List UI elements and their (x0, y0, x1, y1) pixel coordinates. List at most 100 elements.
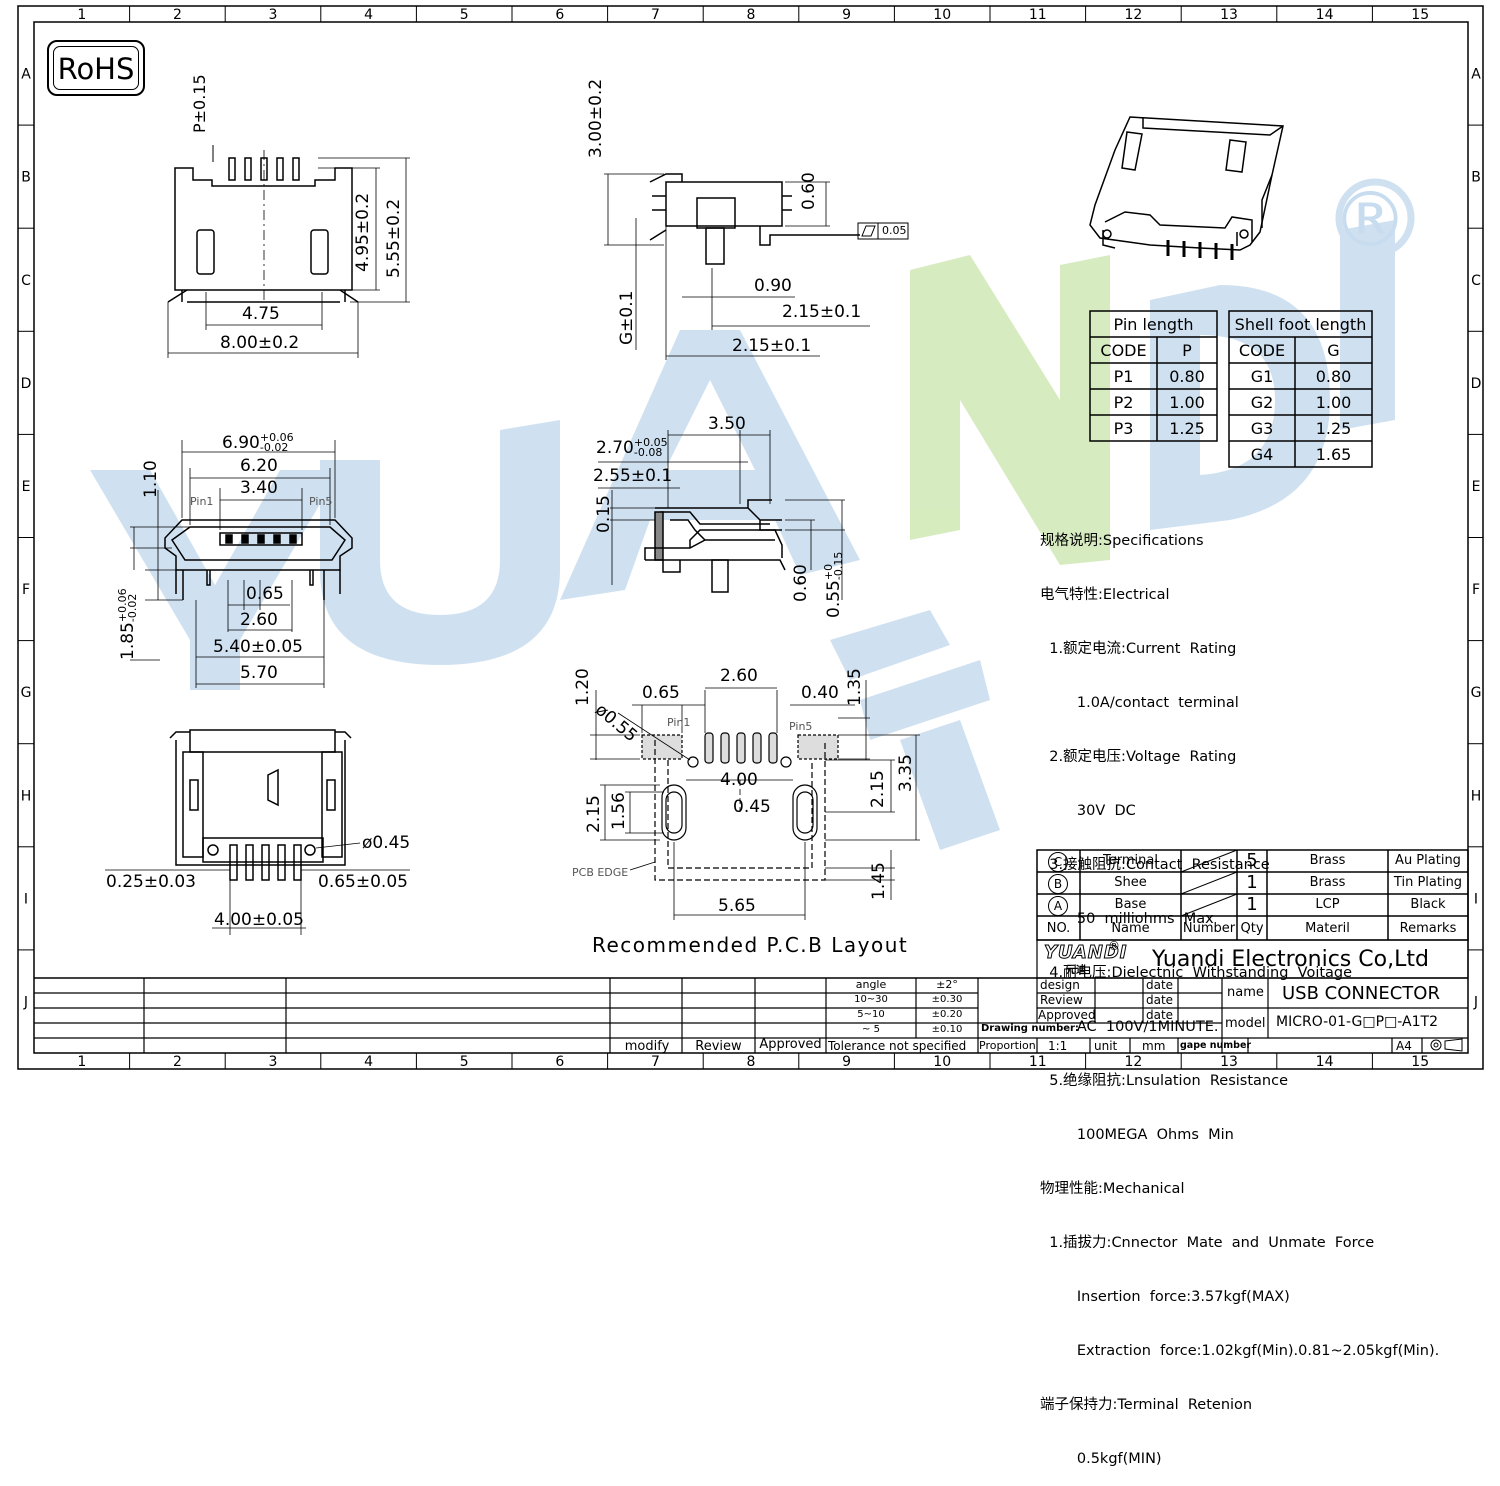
dim-height-555: 5.55±0.2 (384, 198, 404, 278)
pin-length-header-code: CODE (1100, 341, 1147, 360)
bom-remarks: Black (1410, 897, 1446, 912)
tolerance-value: ±0.20 (931, 1009, 963, 1020)
gape-number-label: gape number (1180, 1040, 1252, 1051)
dim-110: 1.10 (141, 460, 161, 498)
tolerance-range: ~ 5 (862, 1024, 880, 1035)
dim-060-section: 0.60 (791, 564, 811, 602)
pcb-dim-065: 0.65 (642, 683, 680, 703)
shell-foot-value: 0.80 (1315, 367, 1352, 386)
grid-column-label: 9 (842, 1054, 851, 1070)
grid-row-label: C (21, 273, 31, 289)
grid-column-label: 14 (1316, 7, 1334, 23)
shell-foot-header-code: CODE (1238, 341, 1286, 360)
bom-remarks: Au Plating (1395, 853, 1461, 868)
dim-width-800: 8.00±0.2 (220, 333, 300, 353)
rohs-badge: RoHS (47, 40, 145, 96)
proportion-label: Proportion (979, 1039, 1036, 1052)
bom-no-badge: A (1048, 896, 1068, 916)
grid-row-label: E (1472, 479, 1481, 495)
grid-row-label: F (1472, 582, 1480, 598)
signoff-date: date (1146, 1008, 1174, 1022)
spec-line: 100MEGA Ohms Min (1040, 1127, 1234, 1143)
pcb-pin5-label: Pin5 (789, 720, 813, 733)
pin-length-title: Pin length (1113, 315, 1194, 334)
dim-620: 6.20 (240, 456, 278, 476)
spec-line: 规格说明:Specifications (1040, 533, 1204, 549)
bom-remarks: Tin Plating (1393, 875, 1463, 890)
pcb-edge-label: PCB EDGE (572, 866, 629, 879)
bom-header-qty: Qty (1240, 921, 1264, 936)
bom-material: Brass (1309, 875, 1346, 890)
dim-255: 2.55±0.1 (593, 466, 673, 486)
bom-header-remarks: Remarks (1399, 921, 1457, 936)
tolerance-range: 5~10 (857, 1009, 885, 1020)
dim-025: 0.25±0.03 (106, 872, 196, 892)
shell-foot-title: Shell foot length (1234, 315, 1367, 334)
shell-foot-table-grid (1228, 310, 1373, 468)
bom-header-material: Materil (1305, 921, 1350, 936)
pin-length-code: P3 (1113, 419, 1134, 438)
pin-length-value: 1.00 (1169, 393, 1205, 412)
spec-line: 0.5kgf(MIN) (1040, 1451, 1162, 1467)
grid-column-label: 11 (1029, 1054, 1047, 1070)
bom-number: 1 (1246, 894, 1258, 915)
grid-column-label: 7 (651, 1054, 660, 1070)
dim-055-tol-dn: -0.15 (832, 551, 845, 581)
grid-column-label: 11 (1029, 7, 1047, 23)
drawing-number-label: Drawing number: (981, 1023, 1079, 1034)
grid-column-label: 8 (747, 7, 756, 23)
spec-line: 1.0A/contact terminal (1040, 695, 1239, 711)
pcb-dim-400: 4.00 (720, 770, 758, 790)
revision-modify: modify (624, 1039, 670, 1054)
pcb-dim-215-left: 2.15 (584, 795, 604, 833)
dim-215-b: 2.15±0.1 (732, 336, 812, 356)
dim-270: 2.70+0.05-0.08 (596, 437, 668, 458)
unit-value: mm (1142, 1039, 1166, 1053)
grid-row-label: I (1474, 891, 1478, 907)
grid-column-label: 15 (1411, 7, 1429, 23)
pin-length-header-p: P (1182, 341, 1192, 360)
dim-width-475: 4.75 (242, 304, 280, 324)
grid-row-label: H (1471, 788, 1482, 804)
spec-line: 1.额定电流:Current Rating (1040, 641, 1237, 657)
spec-line: Insertion force:3.57kgf(MAX) (1040, 1289, 1290, 1305)
tolerance-value: ±0.30 (931, 994, 963, 1005)
tolerance-label: Tolerance not specified (828, 1039, 967, 1053)
company-logo-sub: 元迪 (1066, 965, 1086, 976)
pin-length-table-grid (1089, 310, 1218, 442)
spec-line: 端子保持力:Terminal Retenion (1040, 1397, 1253, 1413)
pin-length-value: 1.25 (1169, 419, 1205, 438)
grid-column-label: 2 (173, 1054, 182, 1070)
model-label: model (1225, 1016, 1266, 1031)
dim-690: 6.90+0.06-0.02 (222, 432, 294, 453)
shell-foot-code: G2 (1250, 393, 1274, 412)
pcb-dim-120: 1.20 (573, 668, 593, 706)
signoff-design: design (1040, 978, 1080, 992)
dim-400-bottom: 4.00±0.05 (214, 910, 304, 930)
grid-row-label: J (1473, 994, 1478, 1010)
pin-length-code: P2 (1113, 393, 1134, 412)
dim-pin-tolerance: P±0.15 (190, 74, 209, 133)
company-logo-registered: ® (1108, 939, 1120, 953)
grid-column-label: 13 (1220, 7, 1238, 23)
dim-height-300: 3.00±0.2 (586, 78, 606, 158)
grid-column-label: 3 (269, 1054, 278, 1070)
bom-material: Brass (1309, 853, 1346, 868)
pcb-dim-045: 0.45 (733, 797, 771, 817)
revision-approved: Approved (759, 1037, 822, 1052)
spec-line: 3.接触阻抗:Contact Resistance (1040, 857, 1270, 873)
grid-column-label: 15 (1411, 1054, 1429, 1070)
unit-label: unit (1094, 1039, 1118, 1053)
company-name: Yuandi Electronics Co,Ltd (1152, 947, 1429, 972)
dim-090: 0.90 (754, 276, 792, 296)
shell-foot-value: 1.25 (1315, 419, 1352, 438)
grid-column-label: 5 (460, 1054, 469, 1070)
bom-header-no: NO. (1046, 921, 1071, 936)
shell-foot-code: G1 (1250, 367, 1274, 386)
pcb-dim-135: 1.35 (845, 668, 865, 706)
grid-row-label: G (21, 685, 32, 701)
signoff-date: date (1146, 993, 1174, 1007)
section-view (598, 430, 845, 600)
grid-column-label: 9 (842, 7, 851, 23)
grid-row-label: B (1471, 170, 1481, 186)
